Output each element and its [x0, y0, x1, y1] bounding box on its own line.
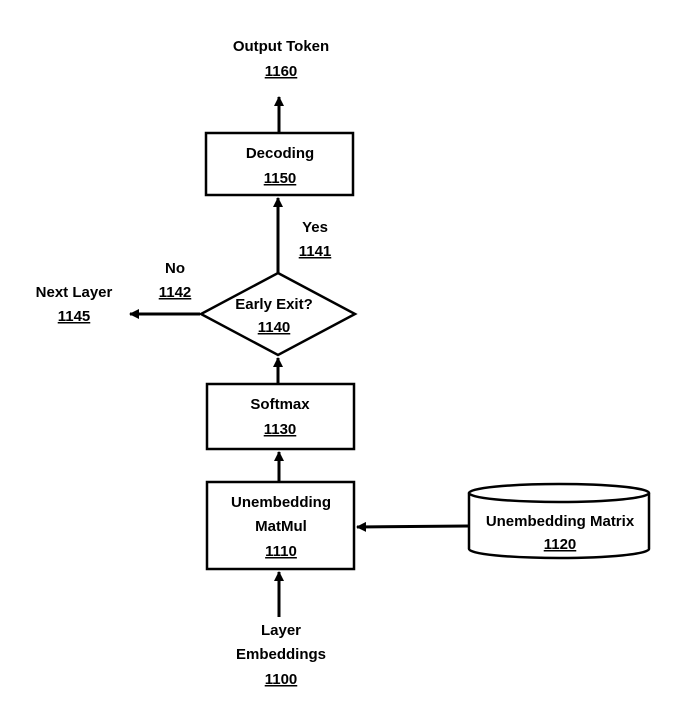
yes-label: Yes	[302, 219, 328, 236]
layer-embeddings-label-line1: Layer	[261, 622, 301, 639]
layer-embeddings-id: 1100	[265, 671, 298, 688]
unembedding-matrix-id: 1120	[544, 536, 577, 553]
next-layer-label: Next Layer	[36, 284, 113, 301]
unembedding-matmul-label-line2: MatMul	[255, 518, 307, 535]
no-id: 1142	[159, 284, 192, 301]
early-exit-label: Early Exit?	[235, 296, 313, 313]
unembedding-matrix-cylinder	[467, 482, 651, 560]
decoding-box	[204, 131, 355, 197]
arrow-matrix-to-matmul	[356, 521, 470, 532]
no-label: No	[165, 260, 185, 277]
early-exit-id: 1140	[258, 319, 291, 336]
early-exit-diamond	[198, 271, 358, 357]
decoding-id: 1150	[264, 170, 297, 187]
softmax-box	[205, 382, 356, 451]
softmax-id: 1130	[264, 421, 297, 438]
unembedding-matmul-id: 1110	[265, 543, 297, 560]
unembedding-matrix-label: Unembedding Matrix	[486, 513, 635, 530]
unembedding-matmul-label-line1: Unembedding	[231, 494, 331, 511]
yes-id: 1141	[299, 243, 332, 260]
decoding-label: Decoding	[246, 145, 314, 162]
output-token-label: Output Token	[233, 38, 329, 55]
output-token-id: 1160	[265, 63, 298, 80]
layer-embeddings-label-line2: Embeddings	[236, 646, 326, 663]
softmax-label: Softmax	[250, 396, 310, 413]
next-layer-id: 1145	[58, 308, 91, 325]
unembedding-matmul-box	[205, 480, 356, 571]
